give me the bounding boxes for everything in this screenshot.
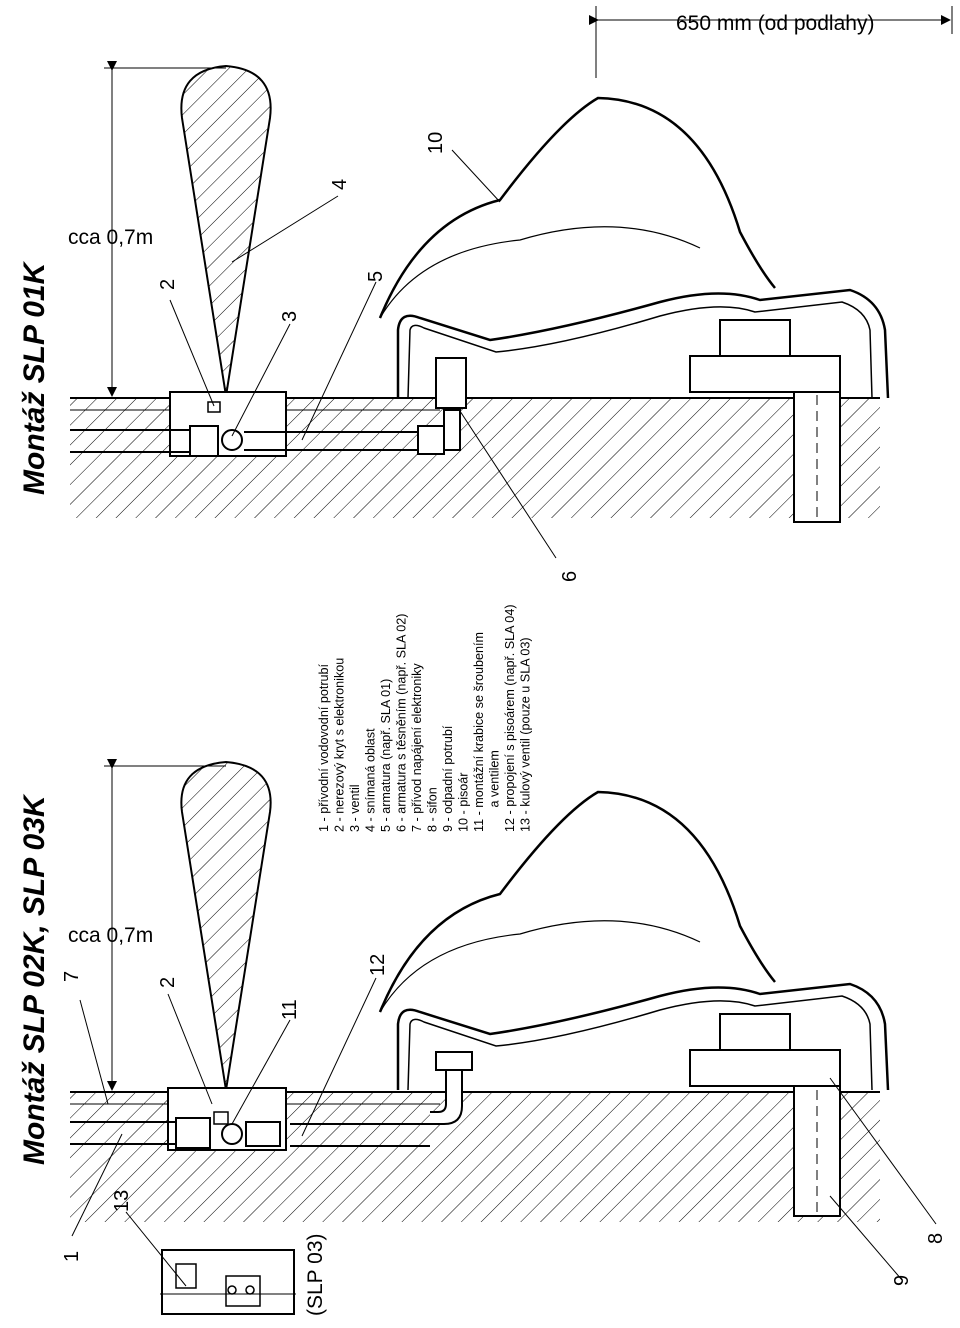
legend-item: 10 - pisoár [457, 772, 471, 832]
urinal-top [378, 96, 890, 399]
callout-3: 3 [279, 311, 301, 322]
sensing-dimension-top-label: cca 0,7m [68, 226, 153, 249]
floor-dimension-label: 650 mm (od podlahy) [676, 12, 874, 35]
callout-2-bottom: 2 [157, 977, 179, 988]
title-top: Montáž SLP 01K [18, 260, 51, 495]
callout-9: 9 [891, 1275, 913, 1286]
callout-8: 8 [925, 1233, 947, 1244]
legend-item: 4 - snímaná oblast [364, 728, 378, 832]
callout-12: 12 [367, 954, 389, 976]
callout-5: 5 [365, 271, 387, 282]
sensing-area-bottom [180, 760, 272, 1091]
slp03-detail: (SLP 03) [160, 1234, 327, 1317]
legend-item: 8 - sifon [426, 787, 440, 832]
callout-leaders [71, 149, 937, 1287]
legend-item: 13 - kulový ventil (pouze u SLA 03) [519, 637, 533, 832]
title-bottom: Montáž SLP 02K, SLP 03K [18, 793, 51, 1165]
callout-4: 4 [329, 179, 351, 190]
siphon-top [689, 319, 841, 523]
callout-2-top: 2 [157, 279, 179, 290]
callout-11: 11 [279, 999, 301, 1020]
legend-item: 11 - montážní krabice se šroubením [472, 632, 486, 832]
callout-6: 6 [559, 571, 581, 582]
legend-item: 7 - přívod napájení elektroniky [410, 663, 424, 832]
legend-item: 3 - ventil [348, 784, 362, 832]
floor-dimension: 650 mm (od podlahy) [589, 6, 953, 78]
callout-13: 13 [111, 1190, 133, 1212]
callout-1: 1 [61, 1251, 83, 1262]
supply-pipe-bottom [70, 1051, 473, 1149]
sensing-dimension-top: cca 0,7m [68, 61, 226, 397]
sensing-dimension-bottom-label: cca 0,7m [68, 924, 153, 947]
callout-10: 10 [425, 132, 447, 154]
slp03-label: (SLP 03) [304, 1234, 327, 1317]
sensing-area-top [180, 64, 272, 397]
legend-item: 12 - propojení s pisoárem (např. SLA 04) [503, 604, 517, 832]
supply-pipe-top [70, 357, 467, 457]
legend-item: 1 - přívodní vodovodní potrubí [317, 663, 331, 832]
legend-item: 5 - armatura (např. SLA 01) [379, 679, 393, 832]
sensing-dimension-bottom: cca 0,7m [68, 759, 226, 1091]
siphon-bottom [689, 1013, 841, 1217]
callout-7: 7 [61, 971, 83, 982]
legend-item: 6 - armatura s těsněním (např. SLA 02) [395, 614, 409, 832]
legend-item: 2 - nerezový kryt s elektronikou [333, 658, 347, 832]
legend-item: a ventilem [488, 750, 502, 832]
legend-item: 9 - odpadní potrubí [441, 725, 455, 832]
urinal-bottom [378, 790, 890, 1091]
